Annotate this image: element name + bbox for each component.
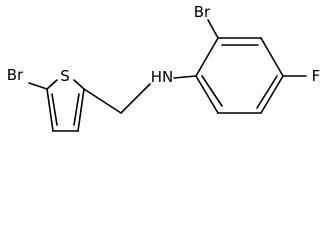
benzene-ring xyxy=(173,19,307,114)
ch2-linker xyxy=(83,83,151,114)
bond-c2-c3-inner xyxy=(73,93,80,126)
bond-n-c1 xyxy=(173,75,197,79)
atom-label-fluorine: F xyxy=(312,67,321,85)
atom-label-sulfur: S xyxy=(60,67,70,85)
atom-label-amine: HN xyxy=(151,68,174,86)
bond-c3-c4 xyxy=(260,37,284,77)
bond-c5-s xyxy=(46,79,58,90)
bond-c2-c3 xyxy=(77,88,85,132)
atom-label-br-aryl: Br xyxy=(194,3,211,21)
bond-c4-c5-inner xyxy=(51,93,58,126)
bond-c6-c1-inner xyxy=(201,75,223,107)
bond-c2-ch2 xyxy=(83,88,122,114)
bond-s-c2 xyxy=(73,79,85,90)
thiophene-ring xyxy=(28,79,85,132)
bond-c1-c2 xyxy=(195,37,219,77)
diagram-background xyxy=(0,0,335,148)
bond-br-c5 xyxy=(28,82,48,90)
bond-c4-c5 xyxy=(46,88,54,132)
bond-ch2-n xyxy=(120,83,151,114)
bond-c4-c5 xyxy=(260,75,284,114)
chemical-structure-diagram: Br S HN Br F xyxy=(0,0,335,148)
atom-label-br-thiophene: Br xyxy=(7,66,24,84)
bond-c4-c5-inner xyxy=(256,75,278,109)
bond-c6-c1 xyxy=(195,75,219,114)
bond-c2-br xyxy=(207,19,219,39)
